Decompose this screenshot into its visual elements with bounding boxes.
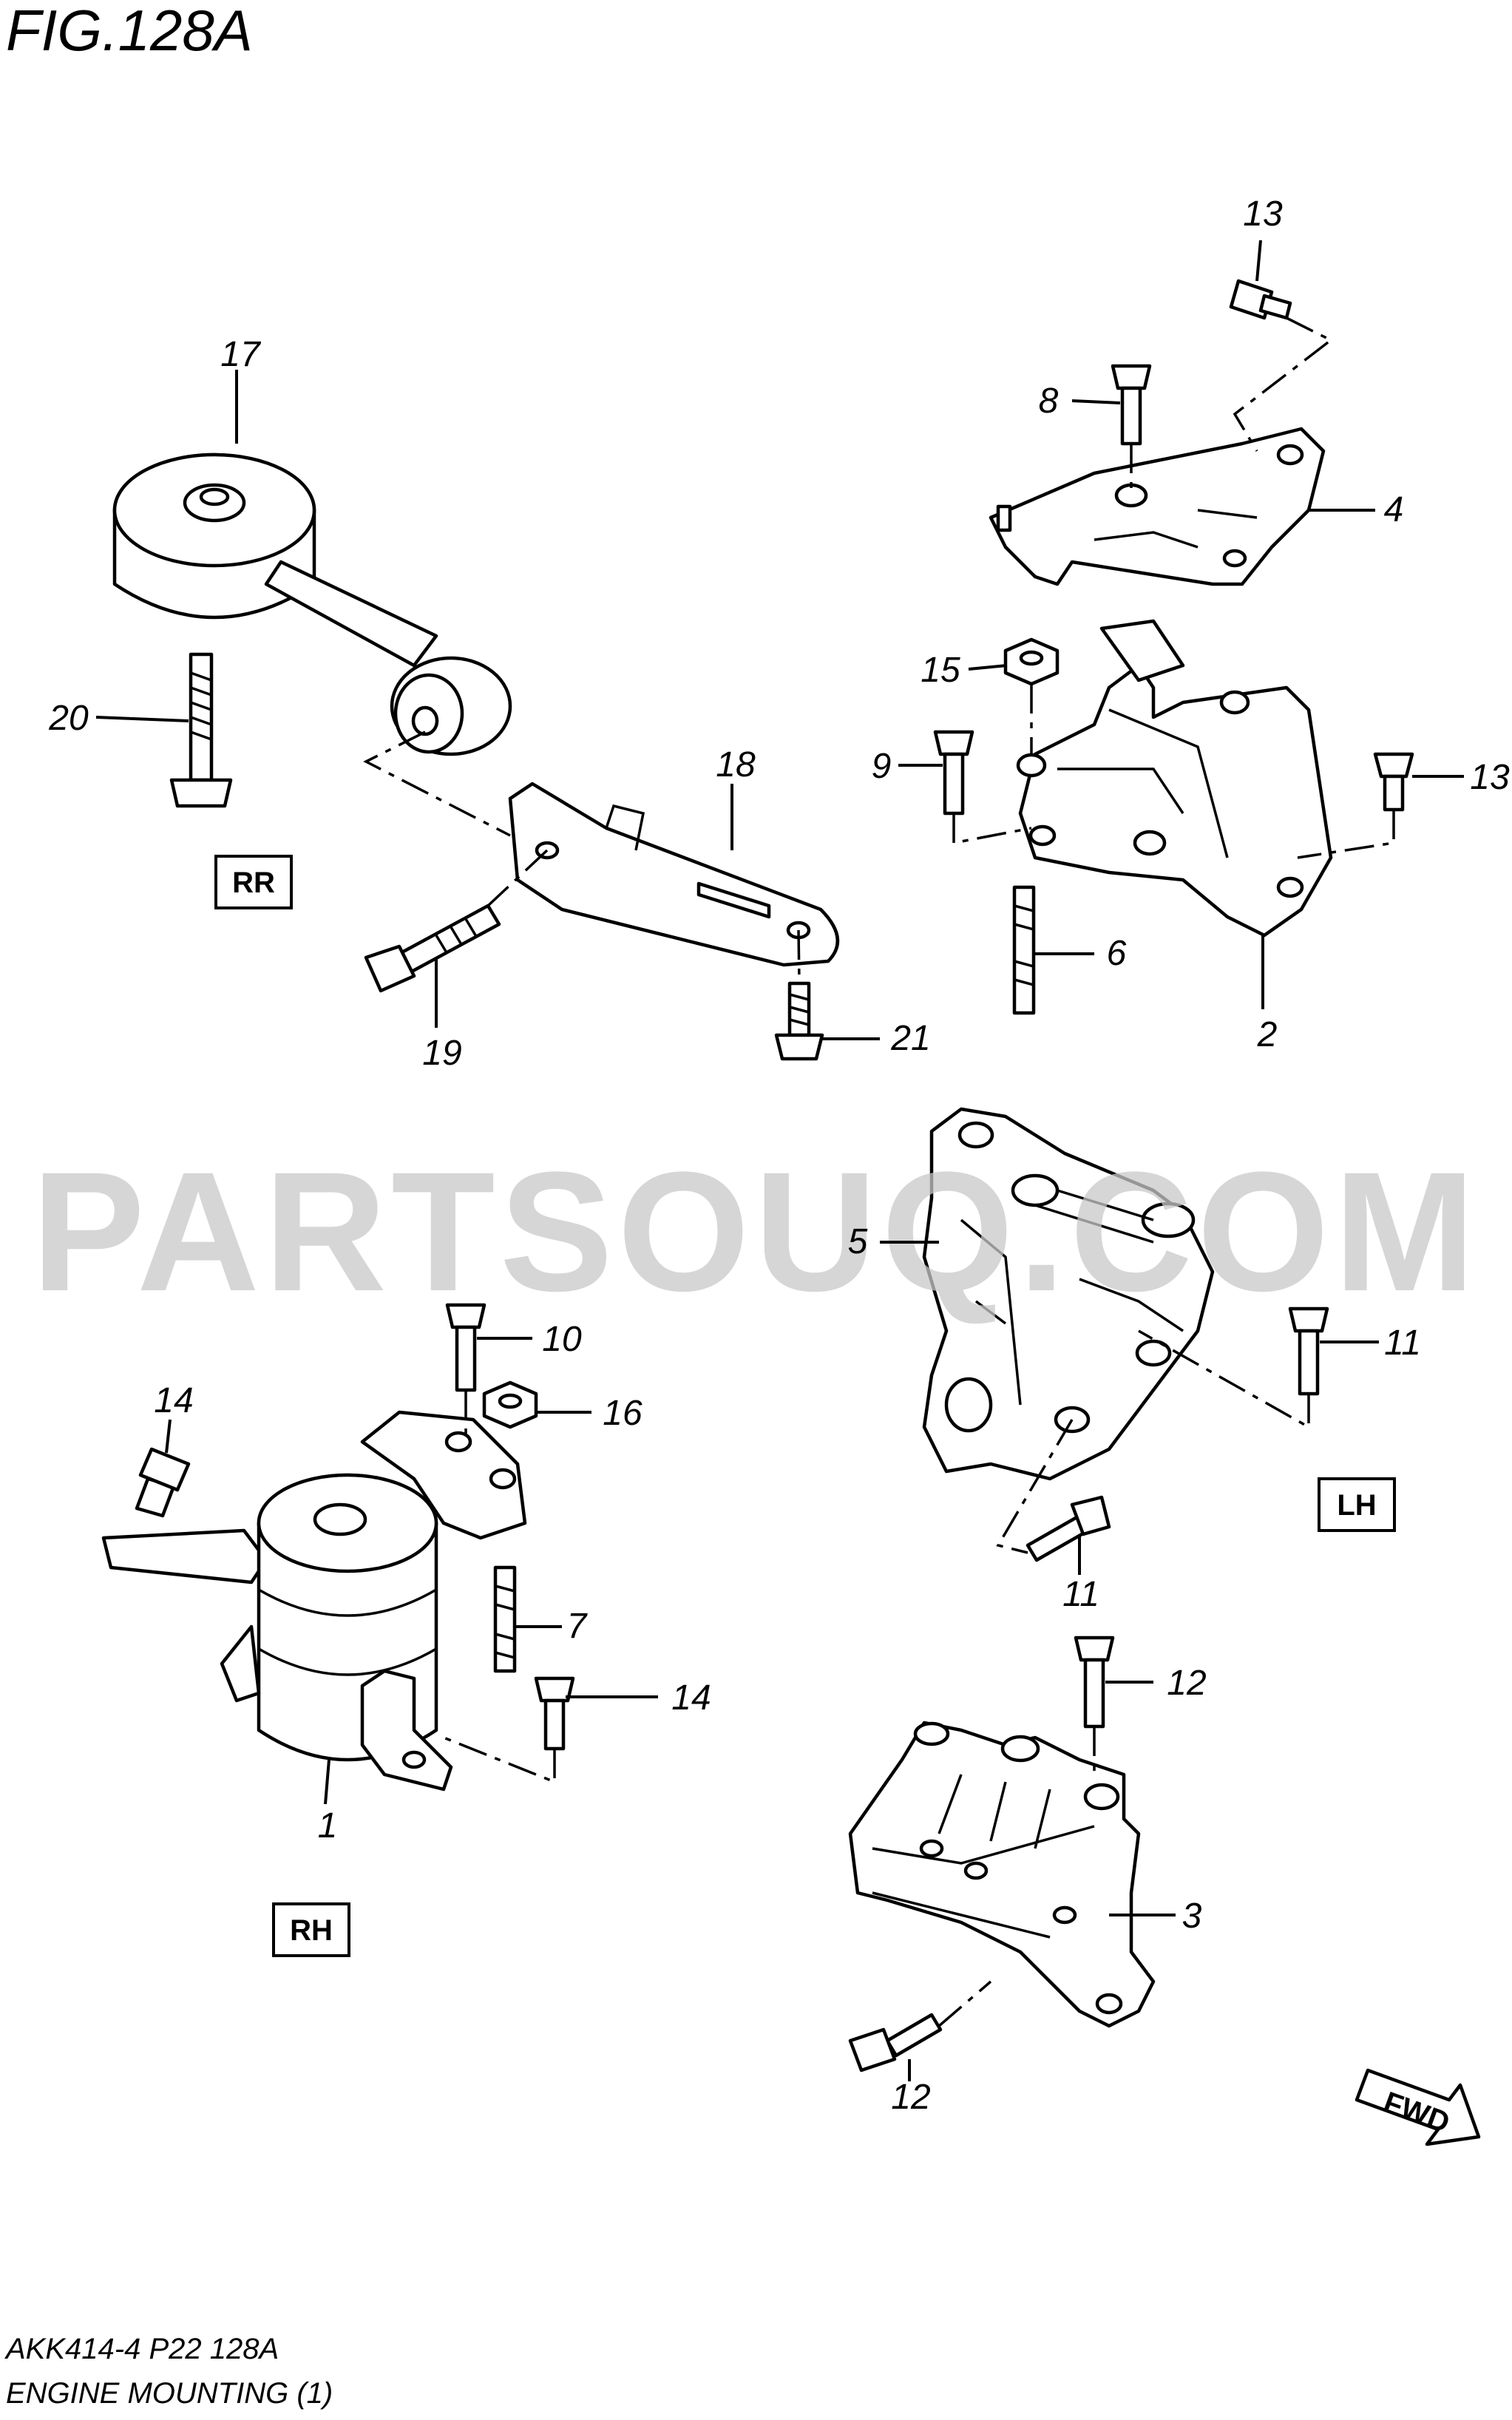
callout-leader-8	[1071, 399, 1121, 404]
tag-lh	[1318, 1477, 1396, 1532]
callout-13-right[interactable]: 13	[1470, 758, 1510, 797]
callout-8[interactable]: 8	[1039, 382, 1059, 421]
callout-12-top[interactable]: 12	[1167, 1664, 1206, 1703]
watermark: PARTSOUQ.COM	[32, 1136, 1480, 1326]
figure-code: AKK414-4 P22 128A	[4, 2333, 279, 2365]
part-12-bolt-bottom[interactable]	[848, 2013, 943, 2072]
callout-20[interactable]: 20	[48, 699, 89, 738]
part-13-bolt-top[interactable]	[1229, 279, 1292, 320]
callout-9[interactable]: 9	[872, 747, 892, 786]
leader-lh-1	[1138, 1329, 1310, 1429]
callout-12-bottom[interactable]: 12	[891, 2078, 930, 2117]
figure-caption: ENGINE MOUNTING (1)	[6, 2377, 333, 2410]
figure-title: FIG.128A	[6, 0, 253, 63]
leader-ur-4	[952, 813, 1032, 845]
leader-rr-2	[487, 849, 549, 907]
part-14-bolt-left[interactable]	[135, 1447, 191, 1518]
callout-6[interactable]: 6	[1107, 934, 1127, 973]
callout-leader-20	[95, 716, 189, 722]
part-5-engine-mount[interactable]	[922, 1107, 1215, 1481]
tag-rr	[214, 855, 293, 909]
leader-rr-1	[363, 731, 511, 837]
part-15-nut[interactable]	[1003, 637, 1060, 686]
leader-lr-2	[938, 1980, 992, 2027]
part-19-bolt[interactable]	[364, 904, 501, 993]
part-21-bolt[interactable]	[774, 981, 824, 1061]
fwd-direction-arrow: FWD	[1355, 2068, 1481, 2146]
callout-17[interactable]: 17	[220, 335, 262, 374]
callout-leader-1	[324, 1759, 330, 1805]
callout-18[interactable]: 18	[716, 745, 756, 784]
part-4-bracket[interactable]	[989, 427, 1326, 586]
callout-19[interactable]: 19	[422, 1034, 461, 1073]
callout-21[interactable]: 21	[890, 1019, 930, 1058]
leader-lh-2	[996, 1419, 1074, 1554]
callout-14-left[interactable]: 14	[154, 1381, 193, 1420]
callout-1[interactable]: 1	[318, 1806, 338, 1845]
callout-leader-14a	[165, 1419, 172, 1454]
part-11-bolt-lower[interactable]	[1025, 1495, 1111, 1562]
callout-3[interactable]: 3	[1182, 1897, 1202, 1936]
tag-rr-label: RR	[232, 867, 275, 899]
part-14-bolt-right[interactable]	[534, 1676, 575, 1751]
callout-5[interactable]: 5	[848, 1222, 868, 1261]
part-18-bracket[interactable]	[508, 782, 840, 967]
callout-10[interactable]: 10	[542, 1320, 582, 1359]
callout-11-right[interactable]: 11	[1384, 1323, 1421, 1363]
leader-ur-5	[1297, 810, 1395, 859]
callout-leader-13a	[1255, 240, 1262, 282]
callout-leader-15	[968, 664, 1008, 671]
part-6-stud[interactable]	[1012, 885, 1036, 1015]
part-3-engine-mount[interactable]	[848, 1721, 1156, 2028]
callout-2[interactable]: 2	[1257, 1015, 1278, 1054]
callout-11-lower[interactable]: 11	[1062, 1575, 1099, 1614]
callout-16[interactable]: 16	[603, 1394, 643, 1433]
callout-4[interactable]: 4	[1384, 490, 1404, 529]
leader-ur-1	[1233, 316, 1334, 452]
part-1-engine-mount[interactable]	[101, 1410, 527, 1792]
callout-14-right[interactable]: 14	[671, 1678, 711, 1718]
part-13-bolt-right[interactable]	[1373, 752, 1414, 812]
callout-7[interactable]: 7	[567, 1607, 589, 1646]
part-2-engine-mount[interactable]	[1016, 619, 1333, 938]
tag-rh	[272, 1902, 350, 1957]
part-7-stud[interactable]	[493, 1565, 517, 1673]
part-10-bolt[interactable]	[445, 1303, 487, 1392]
part-20-bolt[interactable]	[169, 652, 233, 808]
part-11-bolt-right[interactable]	[1288, 1306, 1329, 1396]
tag-lh-label: LH	[1337, 1489, 1376, 1522]
part-8-bolt[interactable]	[1111, 364, 1152, 446]
callout-15[interactable]: 15	[921, 651, 960, 690]
part-16-nut[interactable]	[482, 1380, 538, 1429]
part-17-torque-rod[interactable]	[112, 453, 512, 756]
callout-13-top[interactable]: 13	[1243, 194, 1283, 234]
part-9-bolt[interactable]	[933, 730, 974, 816]
tag-rh-label: RH	[290, 1914, 333, 1947]
leader-rh-2	[443, 1736, 556, 1784]
